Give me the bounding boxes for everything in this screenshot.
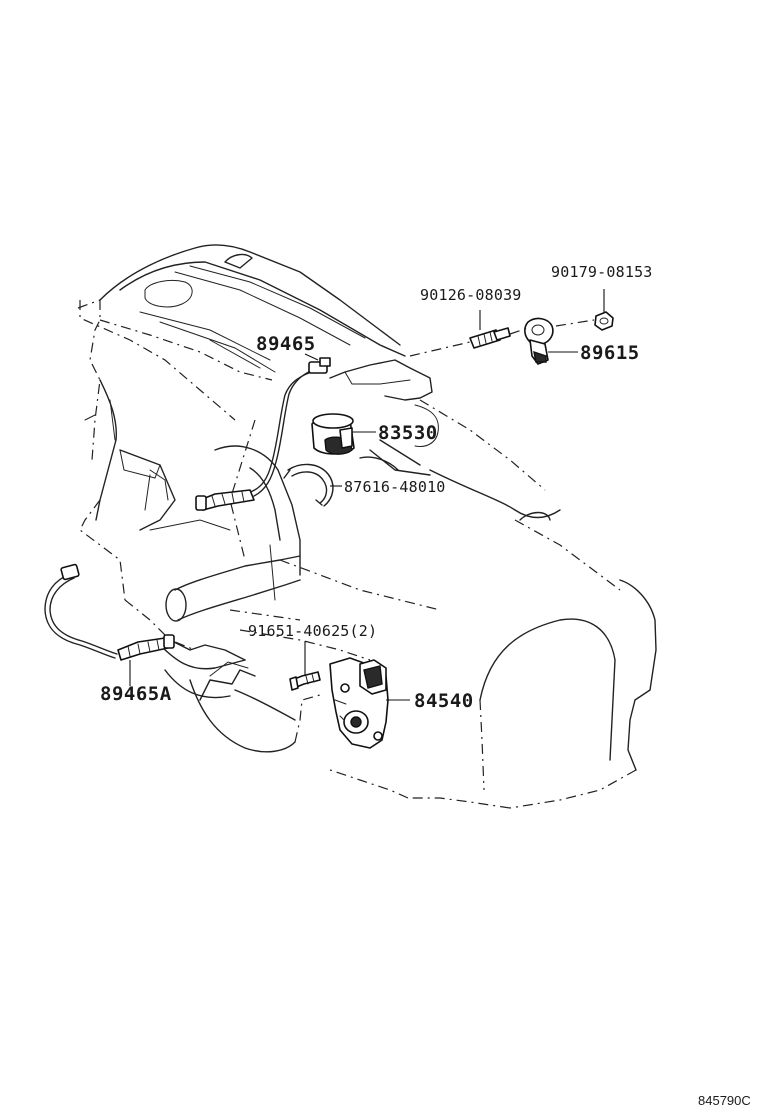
label-91651-40625: 91651-40625(2): [248, 622, 377, 640]
label-90179-08153: 90179-08153: [551, 263, 653, 281]
oil-pressure-switch-83530: [311, 413, 355, 455]
nut-90179: [594, 311, 614, 331]
oxygen-sensor-89465: [195, 357, 331, 511]
label-89615: 89615: [580, 342, 640, 364]
stud-bolt-90126: [469, 327, 511, 349]
leader-lines: [129, 289, 605, 701]
label-84540: 84540: [414, 690, 474, 712]
engine-block-outline: [77, 244, 657, 809]
clamp-87616: [283, 463, 334, 507]
label-90126-08039: 90126-08039: [420, 286, 522, 304]
diagram-code: 845790C: [698, 1093, 751, 1108]
label-83530: 83530: [378, 422, 438, 444]
label-89465A: 89465A: [100, 683, 172, 705]
label-87616-48010: 87616-48010: [344, 478, 446, 496]
label-89465: 89465: [256, 333, 316, 355]
neutral-switch-84540: [329, 657, 389, 749]
bolt-91651: [289, 671, 321, 691]
knock-sensor-89615: [524, 317, 554, 365]
oxygen-sensor-89465A: [44, 563, 175, 661]
